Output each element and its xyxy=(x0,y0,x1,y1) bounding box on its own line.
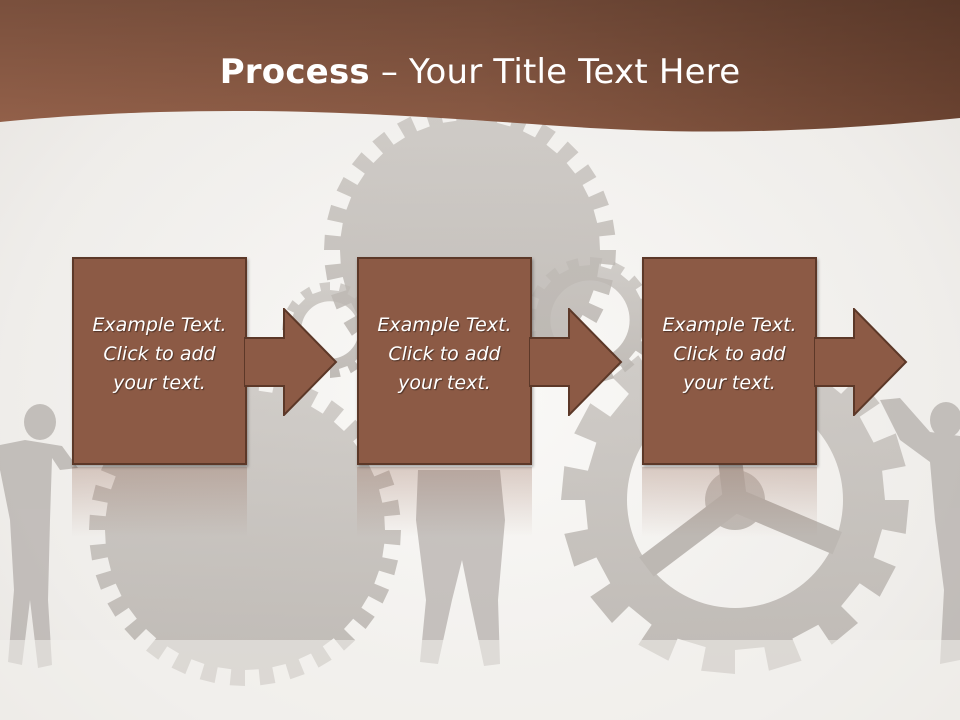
header-band xyxy=(0,0,960,132)
step-reflection xyxy=(357,467,532,537)
process-step-1[interactable]: Example Text. Click to add your text. xyxy=(72,257,247,465)
title-rest: – Your Title Text Here xyxy=(369,52,741,92)
right-arrow-icon xyxy=(814,308,908,416)
process-step-2[interactable]: Example Text. Click to add your text. xyxy=(357,257,532,465)
step-text: Example Text. Click to add your text. xyxy=(92,314,227,394)
step-text: Example Text. Click to add your text. xyxy=(377,314,512,394)
right-arrow-icon xyxy=(529,308,623,416)
right-arrow-icon xyxy=(244,308,338,416)
people-silhouettes-icon xyxy=(0,398,960,668)
step-reflection xyxy=(642,467,817,537)
step-reflection xyxy=(72,467,247,537)
process-step-3[interactable]: Example Text. Click to add your text. xyxy=(642,257,817,465)
slide-title[interactable]: Process – Your Title Text Here xyxy=(0,52,960,92)
gear-spoke-icon xyxy=(639,490,743,577)
gear-spoke-icon xyxy=(730,488,842,555)
step-text: Example Text. Click to add your text. xyxy=(662,314,797,394)
title-bold: Process xyxy=(219,52,370,92)
